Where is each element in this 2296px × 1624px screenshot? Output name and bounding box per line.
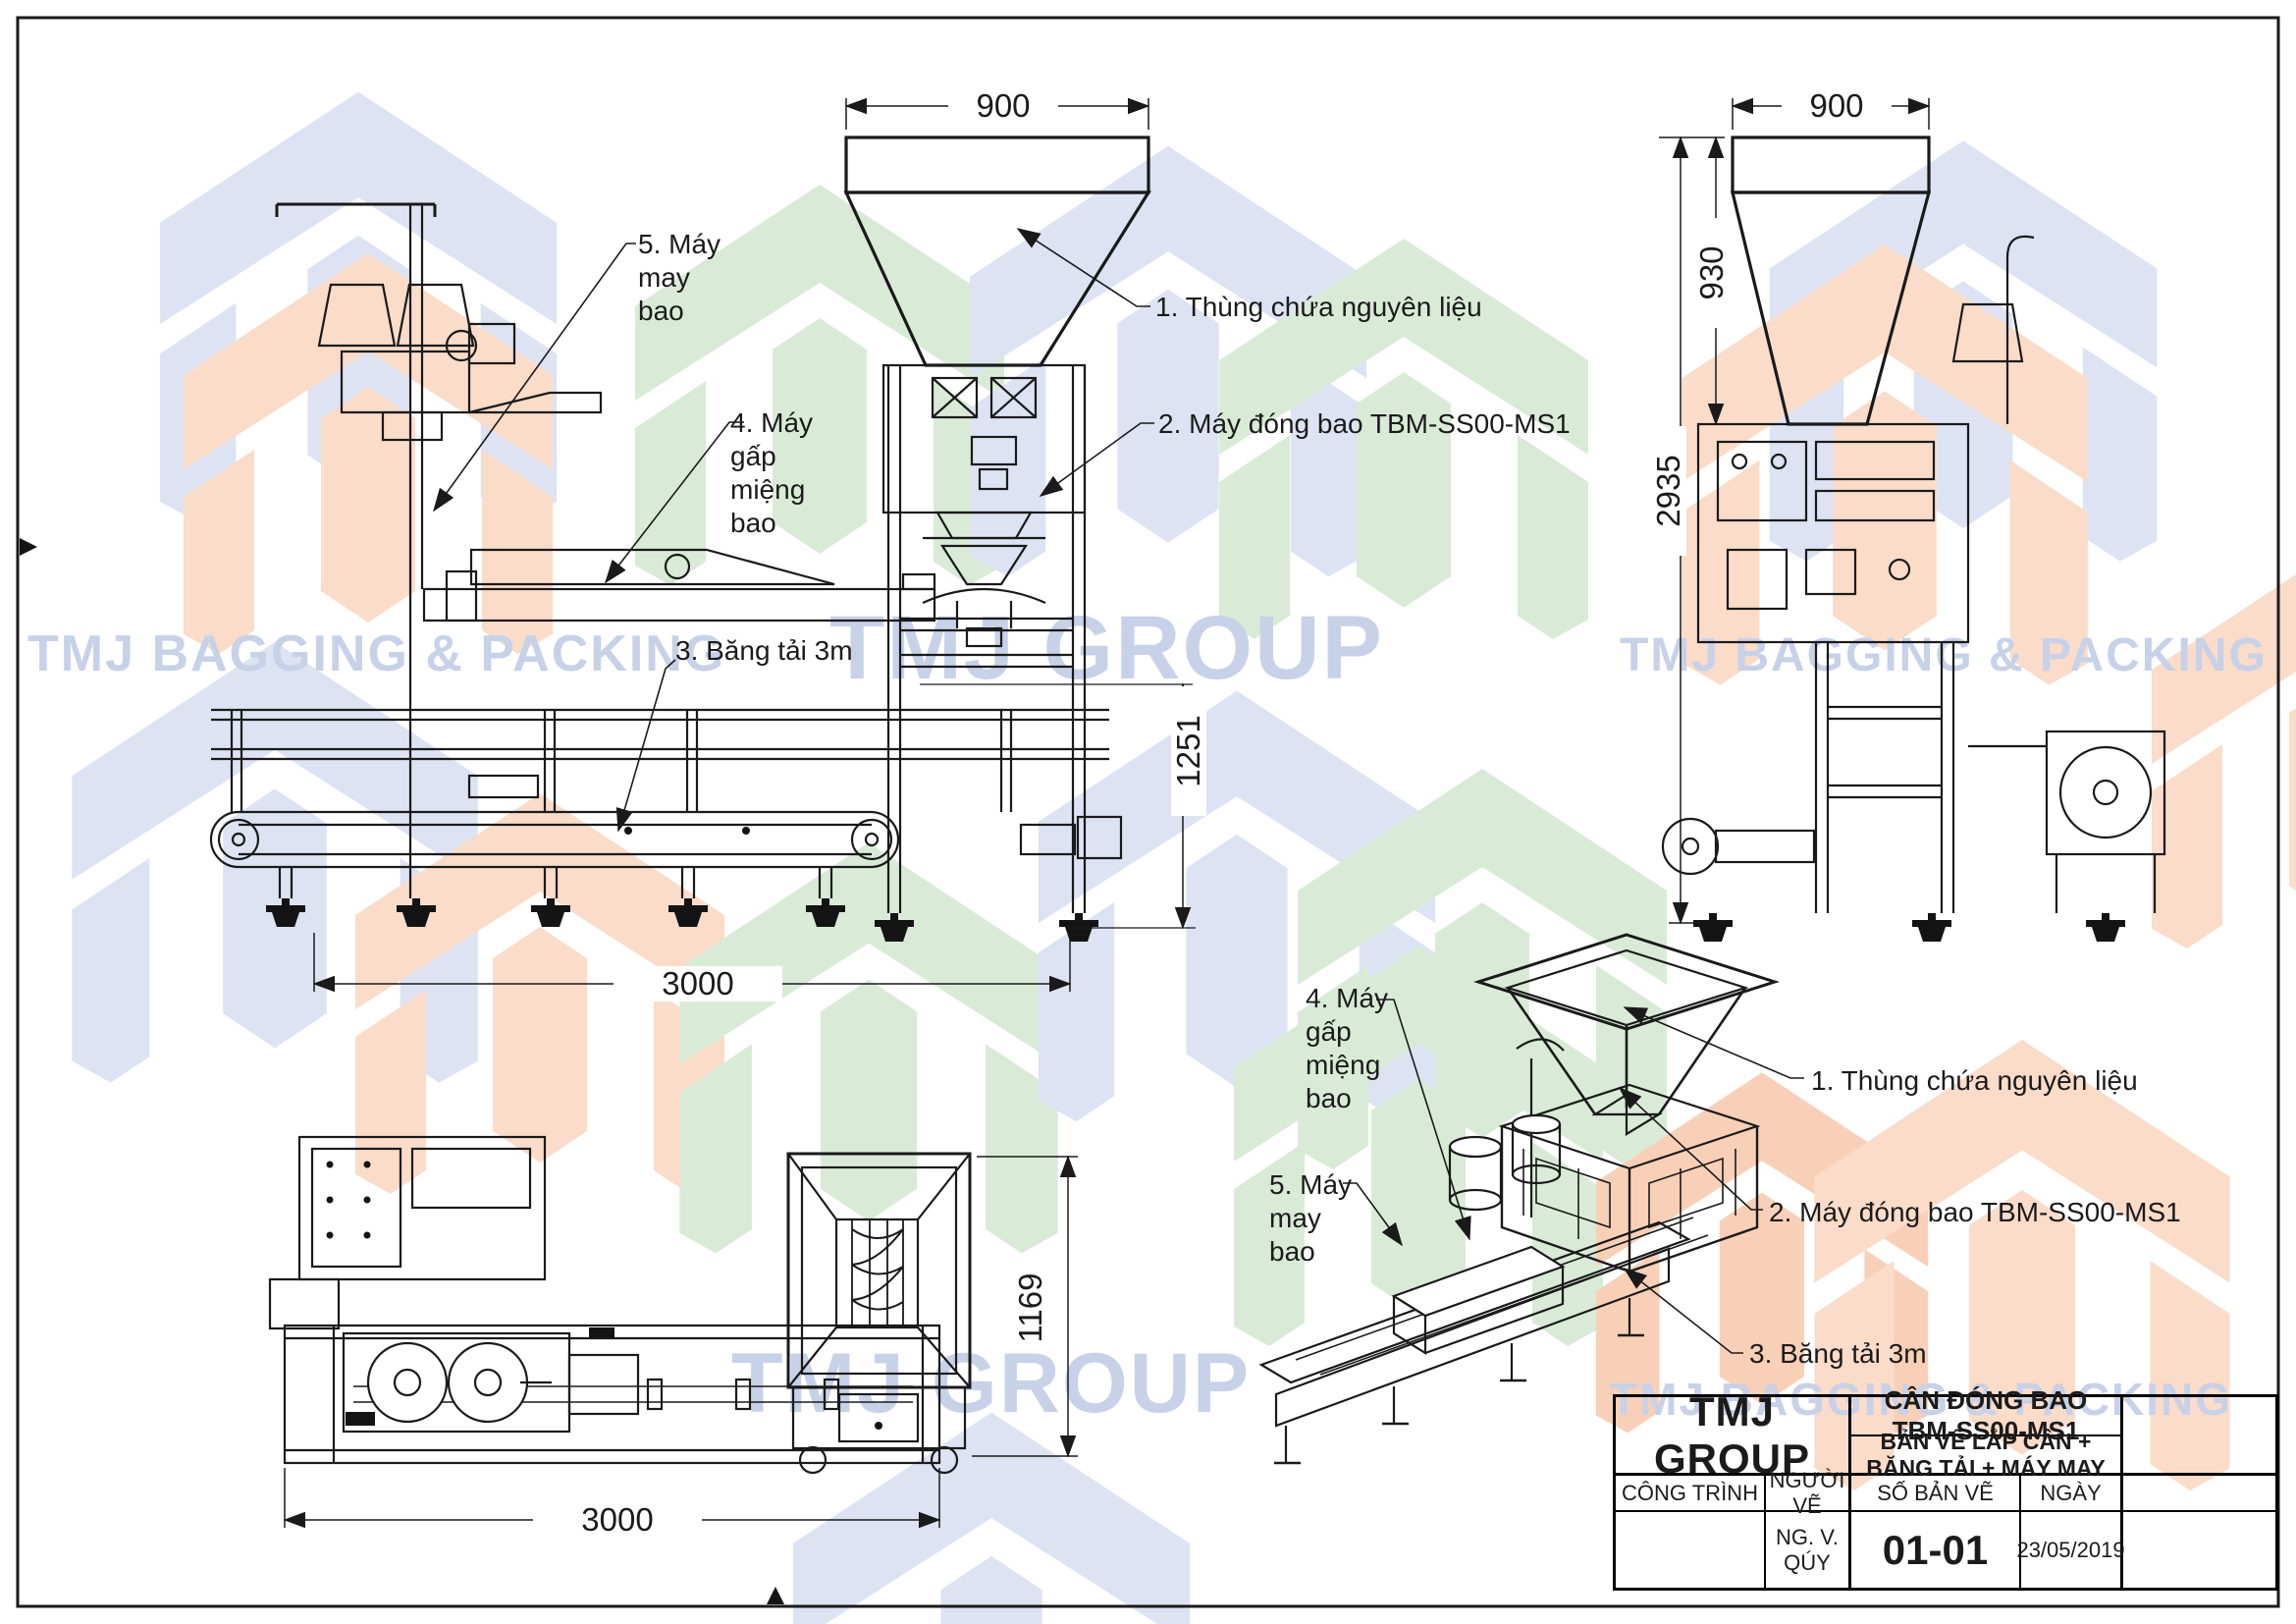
- label-sewer-front: 5. Máy may bao: [638, 229, 721, 326]
- iso-hopper: [1473, 933, 1780, 1031]
- label-folder-iso: 4. Máy gấp miệng bao: [1306, 983, 1389, 1113]
- dim-1251: 1251: [1170, 686, 1206, 816]
- dim-2935: 2935: [1650, 426, 1686, 556]
- title-block-drawing-subtitle: BẢN VẼ LẮP CÂN + BĂNG TẢI + MÁY MAY: [1866, 1428, 2106, 1481]
- view-plan-conveyor: [268, 1135, 941, 1529]
- iso-sewing-base: [1391, 1245, 1566, 1318]
- watermark-text-bagging-bottom: TMJ BAGGING & PACKING: [1610, 1374, 2233, 1425]
- tower-column-side: [1814, 642, 1955, 913]
- conveyor-guard-rails: [211, 708, 1109, 761]
- centering-mark-bottom: [767, 1587, 784, 1604]
- sheet-frame: [16, 16, 2280, 1608]
- title-block-divider: [1848, 1394, 1851, 1591]
- view-right-elevation: [1659, 97, 2166, 944]
- centering-mark-left: [20, 538, 37, 556]
- conveyor-end-view: [2045, 730, 2166, 856]
- dim-1169: 1169: [1012, 1272, 1048, 1343]
- label-packer-front: 2. Máy đóng bao TBM-SS00-MS1: [1158, 408, 1571, 439]
- title-block-divider: [1848, 1435, 2120, 1436]
- platform-plan: [297, 1135, 547, 1281]
- watermark-text-bagging-left: TMJ BAGGING & PACKING: [27, 625, 726, 682]
- title-block-col-date: NGÀY: [2040, 1480, 2102, 1505]
- title-block-divider: [2019, 1473, 2021, 1591]
- handwheel: [1661, 817, 1720, 876]
- view-plan-hopper: [786, 1152, 1078, 1475]
- label-packer-iso: 2. Máy đóng bao TBM-SS00-MS1: [1769, 1197, 2181, 1227]
- title-block-number-value: 01-01: [1882, 1527, 1989, 1573]
- hopper-side: [1731, 135, 1931, 194]
- dimension-lines: [312, 97, 1192, 993]
- view-side-elevation: [209, 97, 1196, 993]
- label-sewer-iso: 5. Máy may bao: [1269, 1169, 1353, 1267]
- sewing-motor: [467, 322, 516, 365]
- motor-plan: [567, 1353, 640, 1416]
- label-conveyor-front: 3. Băng tải 3m: [675, 635, 853, 666]
- label-conveyor-iso: 3. Băng tải 3m: [1749, 1338, 1927, 1369]
- conveyor-plan: [283, 1324, 941, 1465]
- label-hopper-iso: 1. Thùng chứa nguyên liệu: [1811, 1065, 2138, 1096]
- dim-930: 930: [1693, 218, 1730, 328]
- title-block: [1613, 1394, 2278, 1591]
- title-block-col-number: SỐ BẢN VẼ: [1877, 1480, 1994, 1505]
- title-block-company: TMJ GROUP: [1653, 1387, 1810, 1482]
- hopper-front: [844, 135, 1150, 194]
- thread-spool: [396, 283, 475, 348]
- conveyor-drive-motor: [1076, 815, 1123, 860]
- view-isometric: [1258, 933, 1804, 1465]
- title-block-divider: [2120, 1394, 2123, 1591]
- title-block-divider: [1613, 1510, 2278, 1512]
- watermark-text-group-center: TMJ GROUP: [829, 598, 1384, 698]
- work-table: [422, 587, 936, 623]
- title-block-divider: [1613, 1473, 2278, 1476]
- weigher-box: [881, 363, 1087, 514]
- conveyor-belt: [209, 810, 900, 869]
- iso-leader-lines: [1343, 999, 1804, 1354]
- title-block-col-project: CÔNG TRÌNH: [1622, 1480, 1758, 1505]
- title-block-date-value: 23/05/2019: [2016, 1538, 2125, 1562]
- bagging-tower: [886, 365, 1087, 913]
- dim-3000-top: 3000: [614, 966, 782, 1001]
- label-folder-front: 4. Máy gấp miệng bao: [730, 407, 814, 538]
- wheel: [798, 1445, 828, 1475]
- machine-box-side: [1696, 422, 1970, 644]
- title-block-divider: [1764, 1473, 1766, 1591]
- iso-bag-stand: [1516, 1038, 1565, 1218]
- title-block-project-value: [1616, 1512, 1764, 1589]
- sewing-machine-body: [340, 350, 471, 414]
- thread-spool: [317, 283, 397, 348]
- leader-lines: [433, 228, 1154, 833]
- title-block-drafter-value: NG. V. QÚY: [1776, 1525, 1839, 1575]
- dim-900-front: 900: [948, 88, 1058, 124]
- wheel: [930, 1445, 959, 1475]
- label-hopper-front: 1. Thùng chứa nguyên liệu: [1155, 292, 1482, 322]
- dim-900-side: 900: [1782, 88, 1892, 124]
- title-block-col-drafter: NGƯỜI VẼ: [1769, 1467, 1845, 1518]
- dim-3000-bottom: 3000: [533, 1502, 702, 1538]
